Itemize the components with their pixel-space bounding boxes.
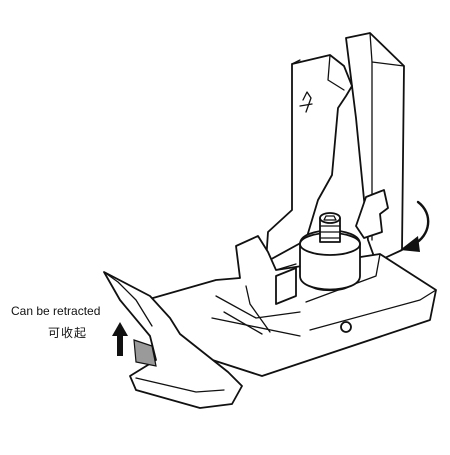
shaded-slot	[133, 339, 157, 367]
curved-rotation-arrow-icon	[400, 200, 430, 252]
foot-base	[145, 235, 437, 377]
retractable-label-chinese: 可收起	[48, 326, 88, 340]
screw-hole	[340, 321, 352, 333]
set-screw	[319, 212, 341, 243]
connecting-post	[275, 267, 297, 305]
shank-front-plate	[265, 54, 353, 263]
adjusting-collar	[299, 229, 361, 292]
side-bracket	[355, 189, 389, 239]
retractable-guide	[103, 271, 243, 409]
retractable-label-english: Can be retracted	[11, 304, 101, 318]
up-arrow-icon	[112, 322, 128, 356]
